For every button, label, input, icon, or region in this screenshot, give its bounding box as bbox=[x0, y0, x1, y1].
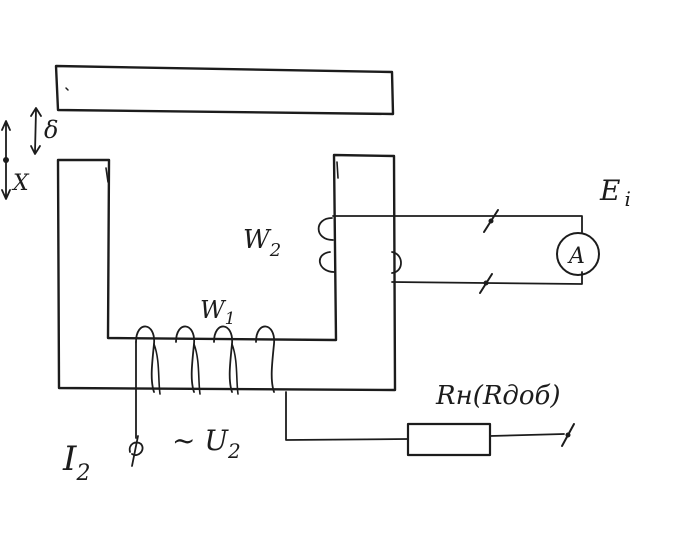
w2-label: W2 bbox=[243, 225, 281, 261]
ammeter-icon bbox=[556, 232, 600, 276]
load-wire bbox=[285, 391, 565, 441]
load-terminal-dot bbox=[565, 432, 571, 438]
w2-coil bbox=[317, 217, 402, 274]
load-resistor bbox=[406, 422, 492, 457]
i2-label: I2 bbox=[62, 439, 90, 486]
gap-arrow bbox=[30, 107, 42, 155]
armature-mark bbox=[65, 87, 69, 91]
terminal-bottom-dot bbox=[483, 280, 489, 286]
ammeter-label: A bbox=[567, 244, 585, 269]
w2-output-wire-bottom bbox=[391, 271, 583, 285]
load-label: Rн(Rдоб) bbox=[435, 381, 561, 411]
u2-label: ~ U2 bbox=[172, 424, 241, 463]
armature-bar bbox=[54, 64, 395, 116]
core-tick-right bbox=[336, 161, 339, 179]
core-tick-left bbox=[105, 167, 109, 183]
source-terminal bbox=[128, 435, 144, 467]
displacement-origin-dot bbox=[3, 157, 9, 163]
w1-label: W1 bbox=[200, 296, 236, 329]
displacement-label: X bbox=[11, 171, 30, 196]
gap-label: δ bbox=[44, 116, 58, 144]
w2-output-wire-top bbox=[332, 215, 583, 233]
u-core bbox=[56, 153, 397, 392]
w1-coil-front bbox=[153, 343, 239, 395]
terminal-top-dot bbox=[488, 218, 494, 224]
